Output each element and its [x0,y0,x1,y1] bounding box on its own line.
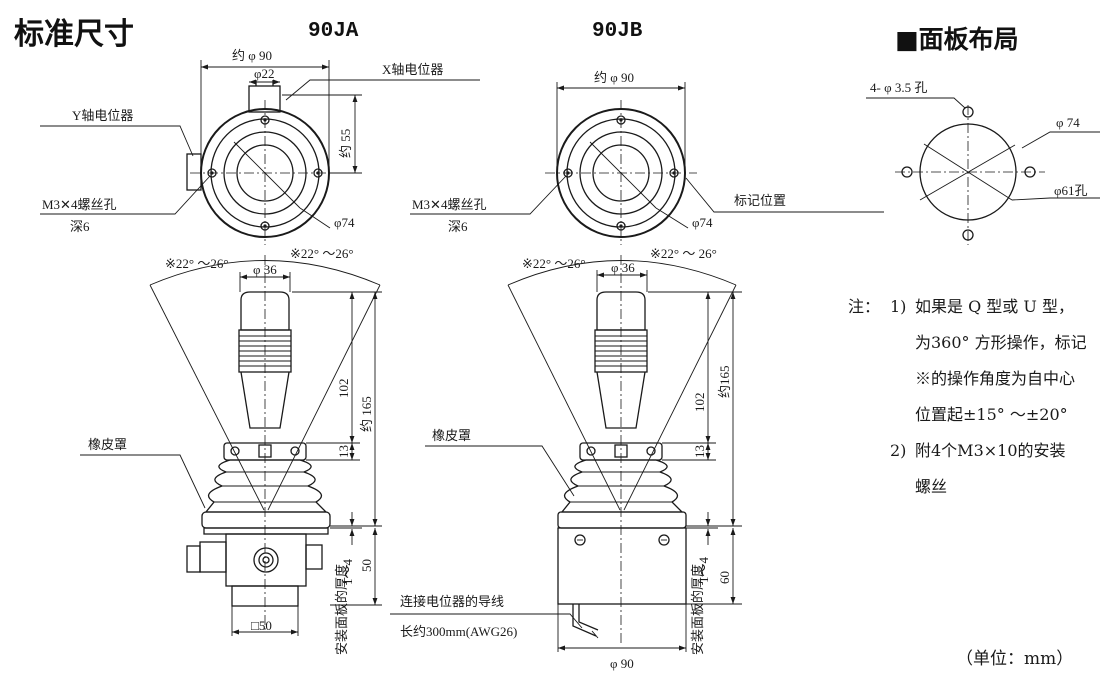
model-a-screw-holes [207,115,323,231]
model-a-h102-label: 102 [336,379,351,399]
model-a-h13-label: 13 [336,445,351,458]
model-b-h165-label: 约165 [717,365,732,398]
model-b-h102-label: 102 [692,393,707,413]
model-b-dia-outer-label: 约 φ 90 [594,70,634,85]
model-a-pcd-label: φ74 [334,215,355,230]
model-b-panel-thickness-label: 安装面板的厚度 [690,564,705,655]
panel-layout-title: ■面板布局 [895,25,1019,54]
model-b-screw-label: M3✕4螺丝孔 [412,197,486,212]
note-1-line-4: 位置起±15° ～±20° [915,405,1068,424]
model-b-mark-position-label: 标记位置 [734,193,786,208]
unit-label: （单位：mm） [956,649,1073,669]
model-b-pcd-label: φ74 [692,215,713,230]
model-a-y-pot-label: Y轴电位器 [72,108,133,123]
model-a-angle-right: ※22° ～26° [290,246,354,261]
model-b-angle-left: ※22° ～26° [522,256,586,271]
note-1-line-3: ※的操作角度为自中心 [915,369,1075,388]
model-b-screw-holes [563,115,679,231]
model-a-x-pot-box [248,85,281,113]
model-a-grip-dia-label: φ 36 [253,262,277,277]
model-b-screw-depth-label: 深6 [448,219,468,234]
note-2-number: 2) [890,441,906,460]
note-2-line-1: 附4个M3×10的安装 [915,441,1066,460]
model-a-base-square-label: □50 [251,618,272,633]
model-a-top-view: 约 φ 90 φ22 X轴电位器 Y轴电位器 约 55 M3✕4螺丝孔 深6 φ… [40,48,480,245]
note-1-number: 1) [890,297,906,316]
model-b-wire-label: 连接电位器的导线 [400,594,504,609]
model-b-h60-label: 60 [717,571,732,584]
note-1-line-2: 为360° 方形操作，标记 [915,333,1087,352]
model-a-y-pot-box [186,153,202,191]
model-b-grip-cap [596,291,646,331]
model-a-screw-depth-label: 深6 [70,219,90,234]
model-a-rubber-label: 橡皮罩 [88,437,127,452]
model-a-h165-label: 约 165 [359,396,374,432]
model-a-grip-cap [240,291,290,331]
model-a-screw-label: M3✕4螺丝孔 [42,197,116,212]
model-b-angle-right: ※22° ～ 26° [650,246,717,261]
model-a-x-pot-label: X轴电位器 [382,62,443,77]
model-b-panel-range-label: 1～4 [696,557,711,584]
model-b-flange [557,511,687,529]
model-a-dia-knob-label: φ22 [254,66,275,81]
model-b-base-dia-label: φ 90 [610,656,634,671]
note-1-line-1: 如果是 Q 型或 U 型， [915,297,1074,316]
panel-pcd-label: φ 74 [1056,115,1080,130]
model-a-h50-label: 50 [359,559,374,572]
model-a-flange [201,511,331,529]
model-a-angle-left: ※22° ～26° [165,256,229,271]
model-b-title: 90JB [592,20,643,43]
panel-holes [901,106,1036,241]
notes-label: 注： [848,297,880,316]
model-a-dia-outer-label: 约 φ 90 [232,48,272,63]
model-a-panel-thickness-label: 安装面板的厚度 [334,564,349,655]
model-b-grip-dia-label: φ 36 [611,260,635,275]
model-a-side-view: ※22° ～26° ※22° ～26° φ 36 [80,246,382,655]
model-b-h13-label: 13 [692,445,707,458]
model-b-rubber-label: 橡皮罩 [432,428,471,443]
model-b-body [557,527,687,605]
main-title: 标准尺寸 [14,17,134,52]
model-b-top-view: 约 φ 90 M3✕4螺丝孔 深6 标记位置 φ74 [410,70,884,245]
model-a-panel-range-label: 1～4 [340,559,355,586]
notes: 注： 1) 如果是 Q 型或 U 型， 为360° 方形操作，标记 ※的操作角度… [848,297,1087,496]
model-a-body [225,533,307,587]
panel-holes-label: 4- φ 3.5 孔 [870,80,927,95]
panel-cutout-label: φ61孔 [1054,183,1088,198]
model-a-title: 90JA [308,20,359,43]
model-b-side-view: ※22° ～26° ※22° ～ 26° φ 36 [390,246,742,671]
note-2-line-2: 螺丝 [915,477,947,496]
model-a-h55-label: 约 55 [338,129,353,158]
panel-layout-drawing: 4- φ 3.5 孔 φ 74 φ61孔 [866,80,1100,245]
model-b-wire-length-label: 长约300mm(AWG26) [400,624,517,639]
